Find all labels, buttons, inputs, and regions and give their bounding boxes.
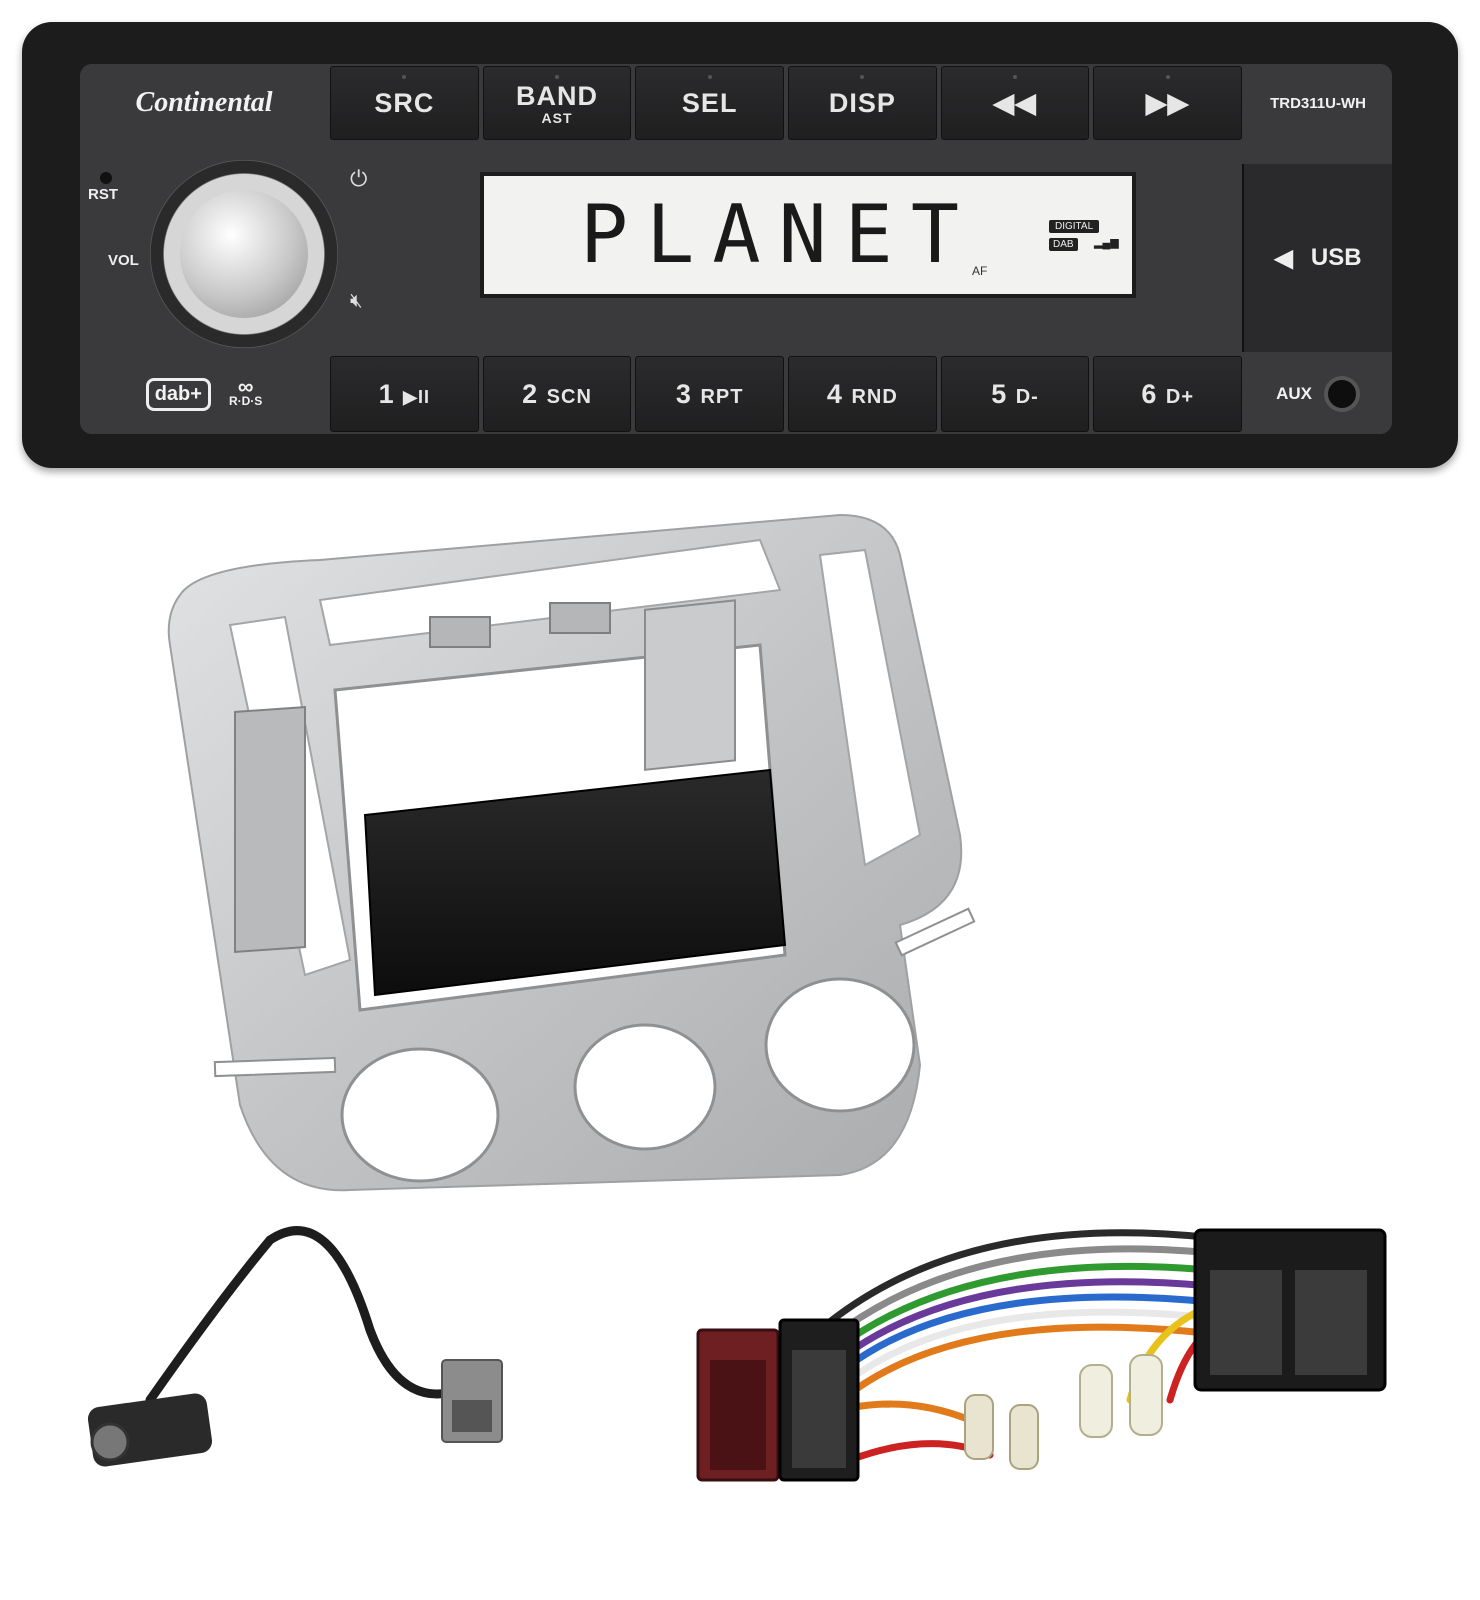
preset-5-button[interactable]: 5 D- [940,356,1090,432]
aux-cell: AUX [1244,354,1392,434]
af-indicator: AF [972,264,988,278]
display-text: PLANET [580,188,977,281]
aux-jack[interactable] [1323,376,1360,412]
dab-plus-logo: dab+ [145,377,211,411]
rewind-icon: ◀◀ [993,87,1037,118]
mounting-bracket-left [234,705,306,954]
vent-slot-left [213,1056,337,1078]
mounting-bracket-right [644,599,736,771]
preset-1-button[interactable]: 1 ▶II [330,356,479,432]
signal-icon: ▂▄▆ [1094,237,1119,249]
adapter-cables [70,1180,1430,1580]
preset-button-row: dab+ ∞R·D·S 1 ▶II 2 SCN 3 RPT 4 RND 5 D-… [80,354,1392,434]
cables-drawing [87,1226,1387,1482]
usb-label: USB [1310,244,1362,271]
power-icon: ⏻ [350,166,368,191]
reset-label: RST [88,186,118,203]
reset-button[interactable] [100,172,112,184]
src-button[interactable]: SRC [330,66,479,140]
rds-logo: ∞R·D·S [228,374,263,409]
volume-label: VOL [108,252,139,269]
preset-4-button[interactable]: 4 RND [788,356,937,432]
rewind-button[interactable]: ◀◀ [940,66,1090,140]
preset-6-button[interactable]: 6 D+ [1093,356,1243,432]
digital-indicator: DIGITAL [1049,220,1100,233]
bullet-connector-4 [1129,1354,1163,1436]
mute-icon: 🔇︎ [350,290,363,312]
sel-button[interactable]: SEL [635,66,785,140]
preset-2-button[interactable]: 2 SCN [482,356,632,432]
climate-knob-hole-center [573,1023,717,1151]
badge-cell: dab+ ∞R·D·S [80,354,328,434]
storage-pocket [363,768,787,997]
vent-slot-right [894,907,976,957]
bullet-connector-3 [1079,1364,1113,1438]
dash-fascia-panel [120,505,1020,1205]
lcd-display: PLANET DIGITAL DAB ▂▄▆ AF [480,172,1136,298]
brand-cell: Continental [80,64,328,142]
top-tab-left [429,616,491,648]
volume-knob[interactable] [150,160,338,348]
climate-knob-hole-right [764,977,916,1113]
vehicle-connector-black [1193,1228,1387,1392]
volume-knob-cap[interactable] [180,190,308,318]
antenna-cable [145,1226,465,1405]
preset-3-button[interactable]: 3 RPT [635,356,785,432]
aux-label: AUX [1276,384,1312,403]
bullet-connector-1 [964,1394,994,1460]
volume-knob-area: RST VOL ⏻ 🔇︎ [80,142,410,354]
forward-button[interactable]: ▶▶ [1093,66,1243,140]
climate-knob-hole-left [340,1047,500,1183]
antenna-din-plug [87,1393,213,1467]
bullet-connector-2 [1009,1404,1039,1470]
usb-arrow-icon: ◀ [1274,244,1293,272]
forward-icon: ▶▶ [1145,87,1190,118]
usb-port[interactable]: ◀ USB [1242,164,1392,352]
fascia-window-right [818,548,922,867]
top-tab-right [549,602,611,634]
model-label: TRD311U-WH [1244,64,1392,142]
antenna-plug-grey-face [452,1400,492,1432]
iso-connector-red [696,1328,780,1482]
dab-indicator: DAB [1049,238,1078,251]
fascia-drawing [167,513,976,1192]
iso-connector-black [778,1318,860,1482]
brand-logo: Continental [135,87,273,118]
disp-button[interactable]: DISP [788,66,937,140]
